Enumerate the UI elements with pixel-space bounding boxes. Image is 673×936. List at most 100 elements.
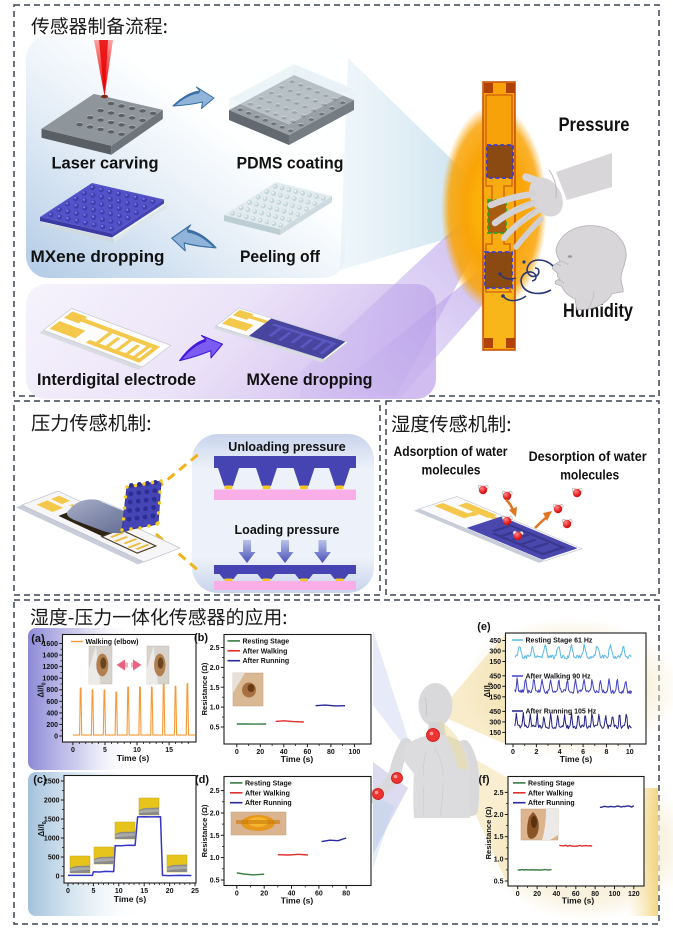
svg-text:Resting Stage 61 Hz: Resting Stage 61 Hz [526, 638, 593, 645]
svg-text:1600: 1600 [42, 641, 58, 648]
svg-text:2000: 2000 [44, 798, 60, 805]
svg-text:20: 20 [256, 749, 264, 756]
svg-text:40: 40 [288, 890, 296, 897]
svg-text:20: 20 [260, 890, 268, 897]
svg-text:40: 40 [280, 749, 288, 756]
svg-text:150: 150 [489, 730, 501, 737]
svg-text:0.5: 0.5 [210, 725, 220, 732]
svg-text:0: 0 [235, 890, 239, 897]
svg-text:15: 15 [165, 747, 173, 754]
svg-text:80: 80 [342, 890, 350, 897]
svg-text:After Walking: After Walking [243, 648, 288, 655]
svg-text:(e): (e) [477, 621, 491, 633]
svg-text:Resistance (Ω): Resistance (Ω) [484, 806, 493, 859]
svg-text:Walking (elbow): Walking (elbow) [86, 639, 139, 646]
svg-text:0: 0 [66, 888, 70, 895]
svg-text:60: 60 [304, 749, 312, 756]
svg-text:(c): (c) [33, 774, 47, 786]
svg-text:After Walking 90 Hz: After Walking 90 Hz [526, 674, 592, 681]
svg-text:5: 5 [103, 747, 107, 754]
svg-text:(b): (b) [194, 632, 208, 644]
svg-text:molecules: molecules [422, 462, 481, 478]
svg-text:Time (s): Time (s) [281, 896, 314, 906]
svg-text:1200: 1200 [42, 664, 58, 671]
svg-text:Time (s): Time (s) [117, 753, 150, 763]
svg-text:2.0: 2.0 [210, 665, 220, 672]
svg-text:10: 10 [133, 747, 141, 754]
svg-text:2.5: 2.5 [494, 790, 504, 797]
svg-text:Unloading pressure: Unloading pressure [228, 440, 345, 454]
svg-text:10: 10 [626, 749, 634, 756]
svg-text:ΔI/I0: ΔI/I0 [483, 682, 494, 697]
svg-text:450: 450 [489, 673, 501, 680]
svg-text:(d): (d) [195, 774, 209, 786]
svg-text:After Running: After Running [243, 658, 290, 665]
svg-text:80: 80 [327, 749, 335, 756]
svg-text:PDMS coating: PDMS coating [237, 155, 344, 173]
svg-text:MXene dropping: MXene dropping [31, 248, 165, 266]
svg-text:After Running: After Running [245, 800, 292, 807]
svg-text:100: 100 [609, 891, 621, 898]
svg-text:1.5: 1.5 [210, 833, 220, 840]
svg-text:MXene dropping: MXene dropping [247, 371, 373, 389]
svg-text:60: 60 [572, 891, 580, 898]
svg-text:Resistance (Ω): Resistance (Ω) [200, 662, 209, 715]
svg-text:1.0: 1.0 [494, 856, 504, 863]
svg-text:600: 600 [46, 699, 58, 706]
svg-text:4: 4 [558, 749, 562, 756]
svg-text:(f): (f) [479, 774, 490, 786]
svg-text:2: 2 [534, 749, 538, 756]
svg-text:Time (s): Time (s) [114, 894, 147, 904]
svg-text:0: 0 [71, 747, 75, 754]
svg-text:2.0: 2.0 [210, 811, 220, 818]
svg-text:After Running: After Running [528, 800, 575, 807]
svg-text:20: 20 [533, 891, 541, 898]
svg-text:1400: 1400 [42, 653, 58, 660]
svg-text:ΔI/I0: ΔI/I0 [37, 682, 48, 697]
svg-text:2.5: 2.5 [210, 788, 220, 795]
svg-text:1000: 1000 [44, 836, 60, 843]
svg-text:0: 0 [516, 891, 520, 898]
svg-text:1000: 1000 [42, 676, 58, 683]
svg-text:400: 400 [46, 710, 58, 717]
svg-text:1.0: 1.0 [210, 855, 220, 862]
svg-text:100: 100 [349, 749, 361, 756]
svg-text:300: 300 [489, 684, 501, 691]
svg-text:500: 500 [48, 855, 60, 862]
svg-text:Pressure: Pressure [559, 115, 630, 136]
svg-text:200: 200 [46, 722, 58, 729]
svg-text:25: 25 [191, 888, 199, 895]
svg-text:0: 0 [54, 734, 58, 741]
svg-text:After Running 105 Hz: After Running 105 Hz [526, 709, 597, 716]
svg-text:0: 0 [511, 749, 515, 756]
svg-text:0.5: 0.5 [494, 879, 504, 886]
svg-text:40: 40 [553, 891, 561, 898]
svg-text:6: 6 [581, 749, 585, 756]
svg-text:Resting Stage: Resting Stage [528, 780, 575, 787]
svg-text:15: 15 [140, 888, 148, 895]
svg-text:120: 120 [628, 891, 640, 898]
svg-text:1500: 1500 [44, 817, 60, 824]
svg-text:2500: 2500 [44, 779, 60, 786]
svg-text:Resting Stage: Resting Stage [243, 638, 290, 645]
svg-text:Time (s): Time (s) [560, 754, 593, 764]
svg-text:After Walking: After Walking [528, 790, 573, 797]
svg-text:0.5: 0.5 [210, 878, 220, 885]
svg-text:Time (s): Time (s) [562, 896, 595, 906]
svg-text:1.0: 1.0 [210, 705, 220, 712]
svg-text:10: 10 [115, 888, 123, 895]
svg-text:1.5: 1.5 [494, 834, 504, 841]
svg-text:450: 450 [489, 709, 501, 716]
svg-text:(a): (a) [31, 633, 45, 645]
svg-text:800: 800 [46, 687, 58, 694]
svg-text:Loading pressure: Loading pressure [235, 523, 340, 537]
svg-text:Adsorption of water: Adsorption of water [394, 443, 508, 459]
svg-text:450: 450 [489, 638, 501, 645]
svg-text:Interdigital electrode: Interdigital electrode [37, 371, 196, 389]
svg-text:2.0: 2.0 [494, 812, 504, 819]
svg-text:80: 80 [591, 891, 599, 898]
svg-text:After Walking: After Walking [245, 790, 290, 797]
svg-text:8: 8 [604, 749, 608, 756]
svg-text:5: 5 [91, 888, 95, 895]
svg-text:0: 0 [235, 749, 239, 756]
